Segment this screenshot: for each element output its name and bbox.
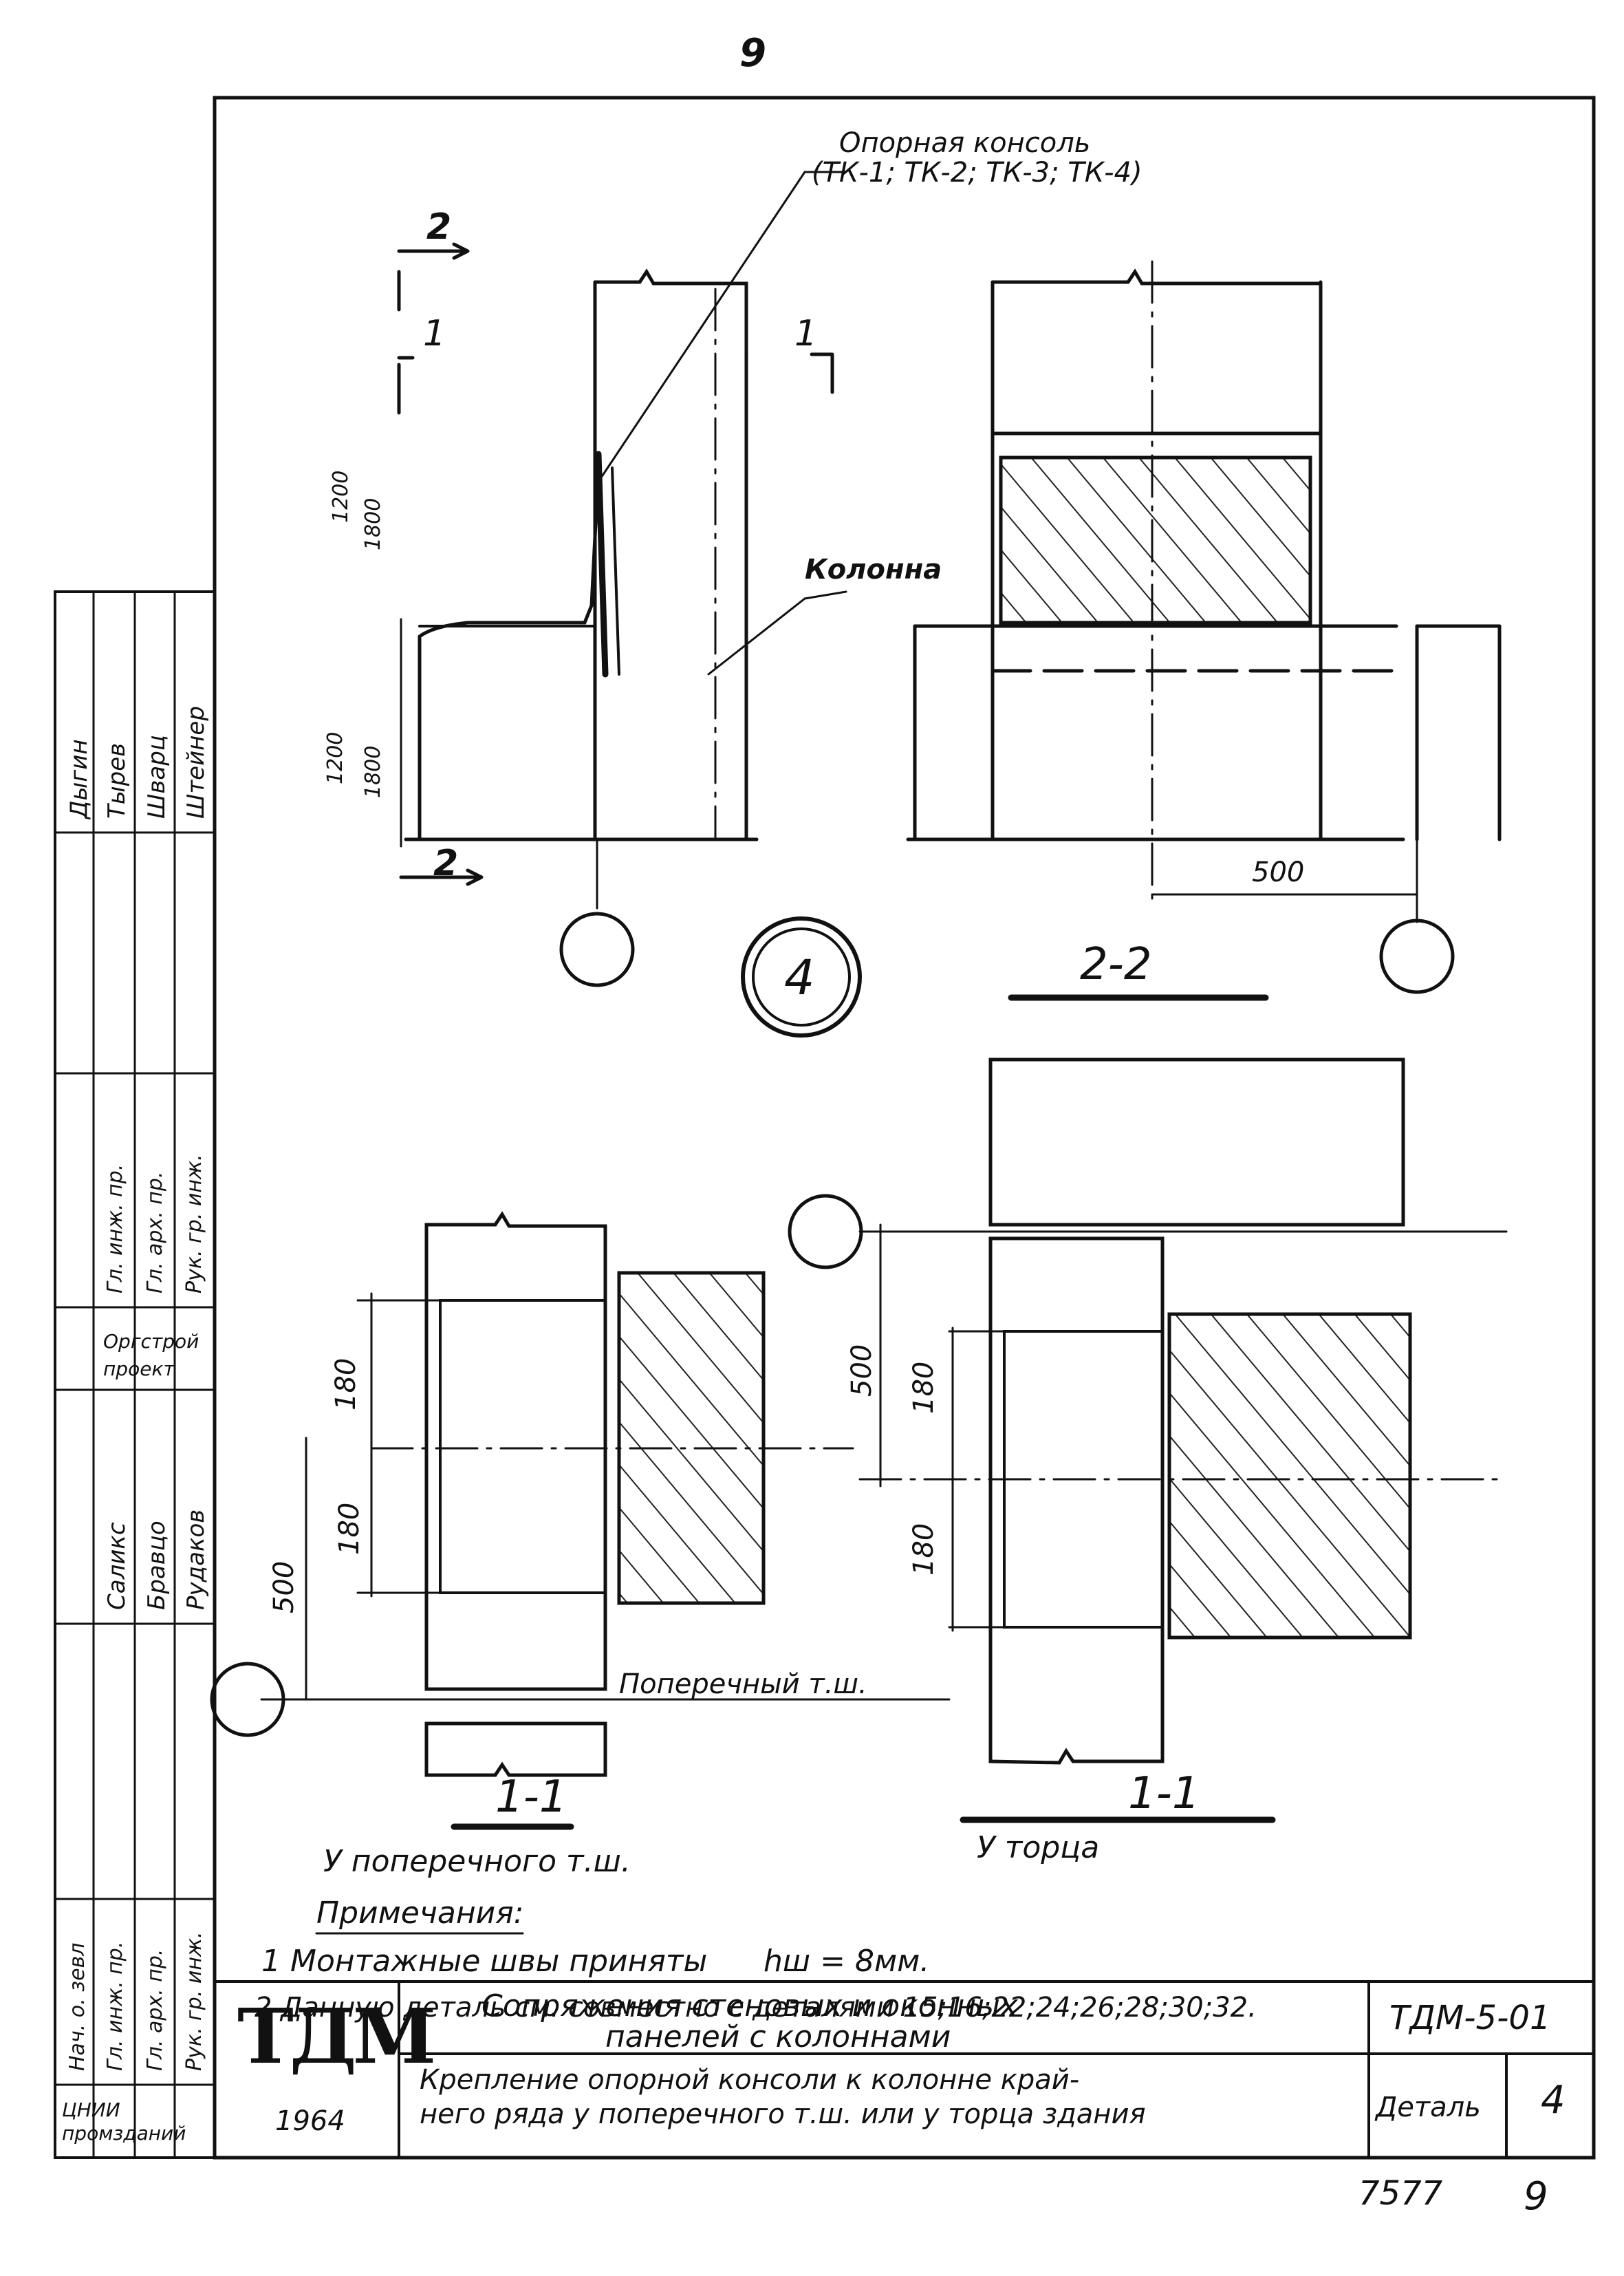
detail-elevation [397, 171, 847, 987]
section-mark-2-bottom: 2 [433, 843, 459, 884]
left-dim-180-b: 180 [334, 1502, 365, 1555]
at-end: У торца [977, 1830, 1100, 1865]
title-block-frame [213, 1980, 1595, 2159]
detail-section-1-1-right [788, 1058, 1508, 1823]
axis-marker-bottom-left [210, 1662, 285, 1737]
section-mark-1-top: 1 [423, 313, 446, 354]
stamp-bottom-name-3: Рудаков [182, 1509, 210, 1610]
note-1: 1 Монтажные швы приняты [261, 1944, 708, 1979]
stamp-bottom-role-4: Рук. гр. инж. [182, 1931, 206, 2071]
stamp-role-3: Гл. арх. пр. [143, 1171, 167, 1293]
stamp-bottom-role-1: Нач. о. зевл [65, 1942, 89, 2071]
stamp-role-4: Рук. гр. инж. [182, 1154, 206, 1293]
bottom-code: 7577 [1358, 2174, 1443, 2213]
title-line-2: панелей с колоннами [605, 2019, 951, 2054]
section-mark-2-top: 2 [426, 206, 452, 248]
section-1-1-right-title: 1-1 [1128, 1768, 1200, 1819]
detail-number: 4 [1541, 2078, 1566, 2123]
right-dim-500: 500 [846, 1344, 878, 1397]
console-title: Опорная консоль [839, 127, 1091, 159]
subtitle-line-2: него ряда у поперечного т.ш. или у торца… [420, 2098, 1146, 2130]
right-dim-180-b: 180 [908, 1523, 940, 1576]
section-mark-1-right: 1 [794, 313, 818, 354]
node-circle-inner [752, 927, 851, 1027]
node-number: 4 [784, 949, 815, 1006]
dim-1800-upper: 1800 [361, 497, 385, 550]
at-transverse-joint: У поперечного т.ш. [323, 1844, 631, 1879]
title-year: 1964 [275, 2105, 345, 2137]
stamp-bottom-name-2: Бравцо [143, 1521, 171, 1610]
note-1-formula: hш = 8мм. [764, 1944, 930, 1979]
stamp-name-4: Штейнер [182, 706, 210, 819]
left-dim-500: 500 [268, 1560, 300, 1613]
detail-section-1-1-left [210, 1211, 951, 1830]
dim-1200-upper: 1200 [329, 470, 353, 523]
bottom-page-number: 9 [1524, 2174, 1548, 2219]
node-circle-outer [741, 916, 862, 1038]
title-line-1: Сопряжения стеновых и оконных [481, 1988, 1018, 2023]
dim-1800-lower: 1800 [361, 745, 385, 798]
page-top-number: 9 [739, 31, 766, 76]
notes-title: Примечания: [316, 1896, 524, 1931]
stamp-org: Оргстрой проект [103, 1330, 199, 1380]
drawing-code: ТДМ-5-01 [1389, 1999, 1551, 2037]
left-dim-180-a: 180 [330, 1357, 362, 1410]
detail-section-2-2 [906, 260, 1502, 1001]
detail-label: Деталь [1376, 2092, 1481, 2123]
stamp-bottom-name-1: Саликс [103, 1522, 131, 1610]
stamp-name-2: Тырев [103, 742, 131, 819]
note-2: 2 Данную деталь см. совместно с деталями… [255, 1992, 1257, 2023]
stamp-role-2: Гл. инж. пр. [103, 1163, 127, 1293]
axis-marker-bottom-right [788, 1194, 863, 1269]
axis-marker-left [559, 912, 635, 987]
axis-marker-right [1379, 919, 1455, 994]
dim-500-section22: 500 [1252, 857, 1305, 888]
section-2-2-title: 2-2 [1080, 939, 1152, 990]
org-name: ЦНИИ промзданий [62, 2098, 186, 2145]
subtitle-line-1: Крепление опорной консоли к колонне край… [420, 2064, 1080, 2096]
dim-1200-lower: 1200 [323, 731, 347, 784]
stamp-bottom-role-2: Гл. инж. пр. [103, 1941, 127, 2071]
transverse-joint-label: Поперечный т.ш. [619, 1668, 867, 1700]
console-types: (ТК-1; ТК-2; ТК-3; ТК-4) [812, 157, 1143, 189]
side-stamp-grid [54, 590, 216, 2159]
right-dim-180-a: 180 [908, 1361, 940, 1414]
stamp-name-1: Дыгин [65, 739, 93, 819]
stamp-name-3: Шварц [143, 735, 171, 819]
stamp-bottom-role-3: Гл. арх. пр. [143, 1948, 167, 2071]
column-label: Колонна [805, 554, 942, 586]
org-logo: ТДМ [237, 1992, 436, 2081]
section-1-1-left-title: 1-1 [495, 1772, 567, 1823]
